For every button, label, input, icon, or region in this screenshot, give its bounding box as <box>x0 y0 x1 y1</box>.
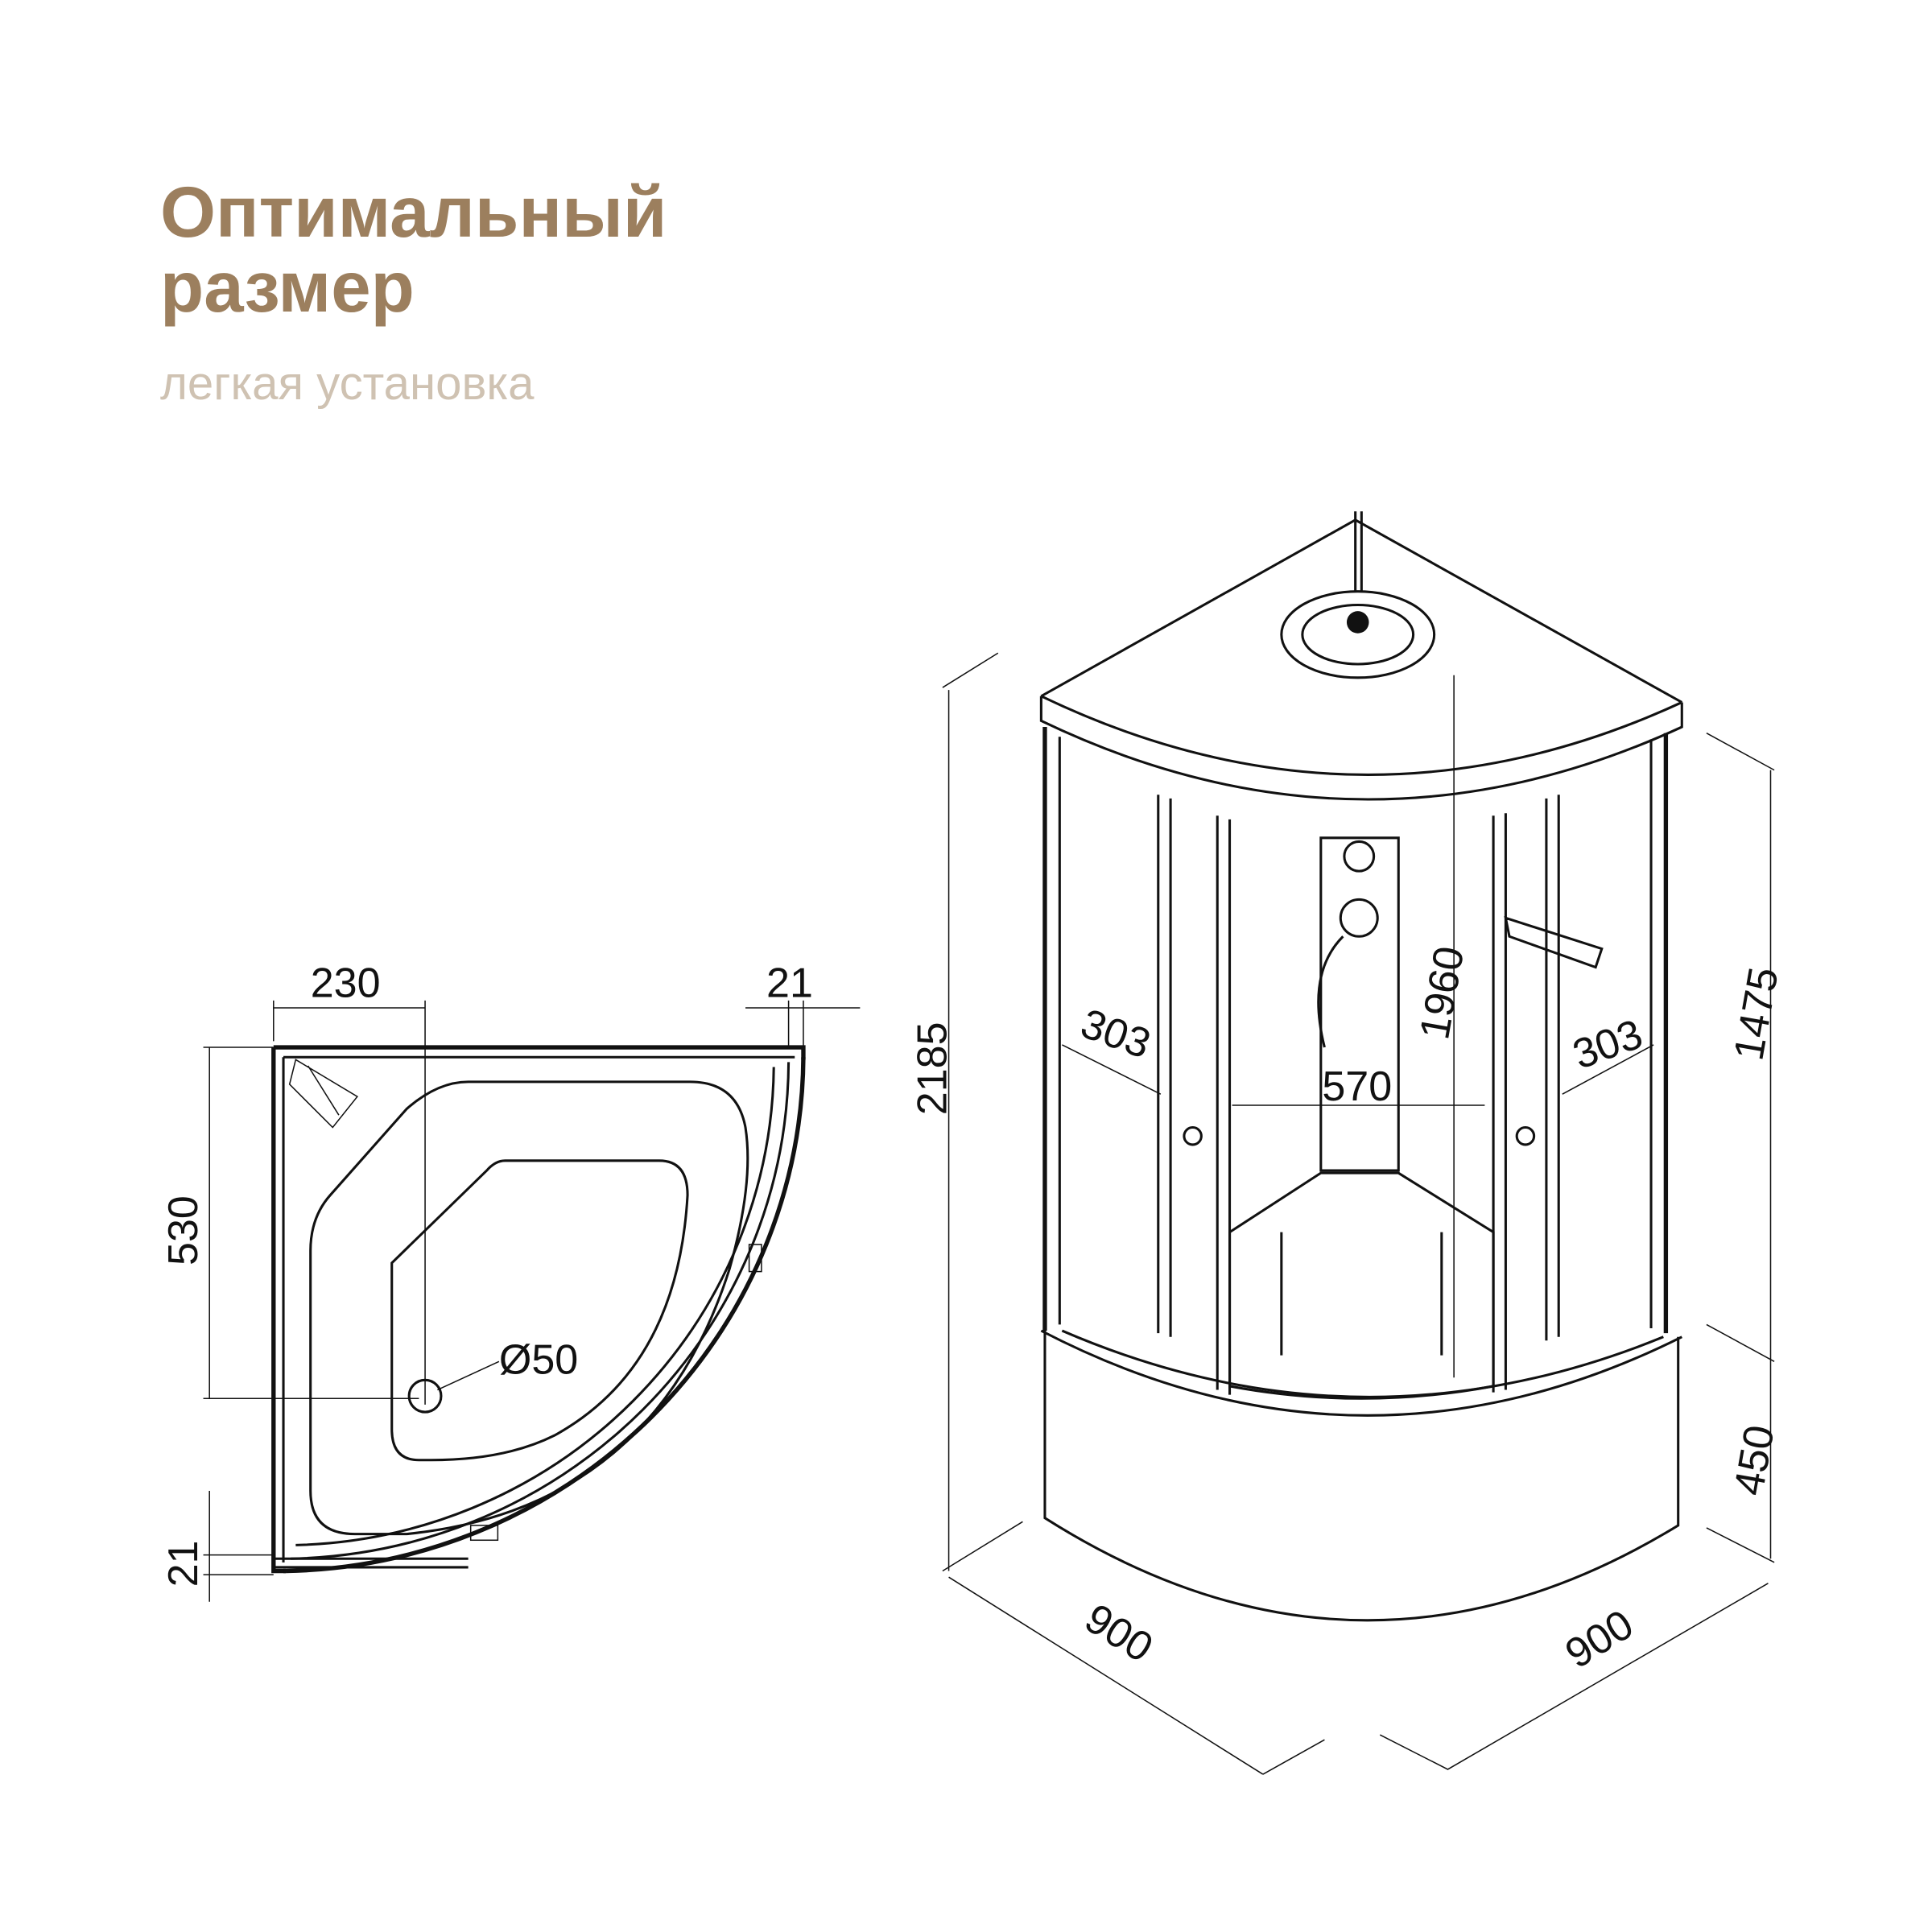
dim-21-top: 21 <box>766 960 813 1006</box>
title-line1: Оптимальный <box>160 172 667 252</box>
subtitle: легкая установка <box>160 357 535 410</box>
drain-diameter-label: Ø50 <box>499 1337 578 1384</box>
cabin-3d-drawing: 2185 1960 570 303 303 1475 450 900 900 <box>910 511 1788 1775</box>
dim-900-right: 900 <box>1558 1601 1641 1678</box>
dim-2185: 2185 <box>910 1022 956 1115</box>
plan-view-drawing: 230 21 530 21 Ø50 <box>160 960 861 1602</box>
dim-1475: 1475 <box>1725 964 1787 1063</box>
dim-1960: 1960 <box>1411 943 1473 1042</box>
dim-230: 230 <box>311 960 381 1006</box>
dim-900-left: 900 <box>1077 1595 1161 1671</box>
dim-450: 450 <box>1725 1422 1783 1499</box>
title-line2: размер <box>160 247 415 327</box>
dim-530: 530 <box>160 1195 207 1265</box>
dim-21-bottom: 21 <box>160 1541 207 1587</box>
dim-303-right: 303 <box>1567 1011 1649 1079</box>
dim-570: 570 <box>1322 1063 1392 1110</box>
